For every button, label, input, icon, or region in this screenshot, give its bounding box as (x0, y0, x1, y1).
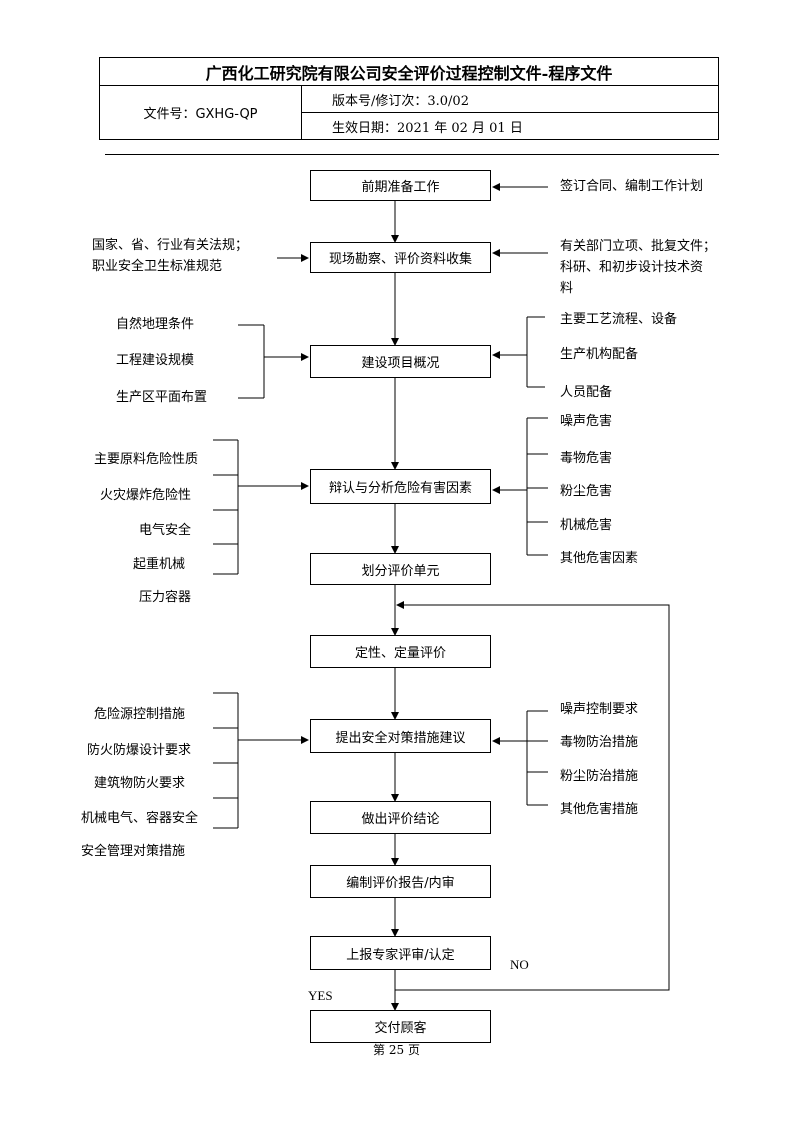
step4-left-item: 火灾爆炸危险性 (99, 488, 191, 503)
step7-left-item: 机械电气、容器安全 (80, 811, 198, 826)
step4-left-item: 主要原料危险性质 (93, 452, 198, 467)
step-evaluation-conclusion: 做出评价结论 (310, 801, 491, 834)
step3-left-item: 生产区平面布置 (116, 390, 208, 405)
step-expert-review: 上报专家评审/认定 (310, 936, 491, 970)
header-divider (105, 154, 719, 155)
step-site-survey: 现场勘察、评价资料收集 (310, 242, 491, 273)
step7-left-item: 安全管理对策措施 (80, 844, 185, 859)
step2-input-approvals-line1: 有关部门立项、批复文件； (560, 239, 717, 254)
page-number: 第 25 页 (373, 1043, 420, 1057)
step-hazard-identification: 辩认与分析危险有害因素 (310, 469, 491, 504)
no-feedback-loop (395, 601, 670, 991)
step3-right-item: 人员配备 (560, 385, 613, 400)
step4-right-item: 粉尘危害 (560, 484, 613, 499)
step-evaluation-units: 划分评价单元 (310, 553, 491, 585)
step7-right-item: 噪声控制要求 (560, 702, 639, 717)
step4-left-item: 电气安全 (138, 523, 191, 538)
step-safety-measures: 提出安全对策措施建议 (310, 719, 491, 753)
step-preparation: 前期准备工作 (310, 170, 491, 201)
effective-date: 生效日期：2021 年 02 月 01 日 (301, 112, 719, 140)
step3-right-item: 生产机构配备 (560, 347, 639, 362)
step7-left-item: 建筑物防火要求 (93, 776, 185, 791)
step3-left-item: 工程建设规模 (116, 353, 195, 368)
step7-right-item: 毒物防治措施 (560, 735, 639, 750)
step-report-review: 编制评价报告/内审 (310, 865, 491, 898)
step7-right-item: 其他危害措施 (560, 802, 639, 817)
document-title: 广西化工研究院有限公司安全评价过程控制文件-程序文件 (99, 57, 719, 86)
step4-right-item: 其他危害因素 (560, 551, 639, 566)
step4-right-item: 毒物危害 (560, 451, 613, 466)
step7-left-item: 危险源控制措施 (93, 707, 185, 722)
no-label: NO (510, 957, 529, 972)
step1-input-contract: 签订合同、编制工作计划 (560, 179, 704, 194)
step4-left-item: 压力容器 (138, 590, 191, 605)
step2-input-approvals-line3: 料 (560, 281, 574, 296)
step2-input-approvals-line2: 科研、和初步设计技术资 (560, 260, 704, 275)
step4-left-item: 起重机械 (132, 557, 185, 572)
step7-left-item: 防火防爆设计要求 (86, 743, 191, 758)
step2-input-regulations-line2: 职业安全卫生标准规范 (92, 259, 223, 274)
step3-right-item: 主要工艺流程、设备 (560, 312, 678, 327)
document-header: 广西化工研究院有限公司安全评价过程控制文件-程序文件 文件号：GXHG-QP 版… (99, 57, 719, 140)
step4-right-item: 噪声危害 (560, 414, 613, 429)
step-qualitative-quantitative: 定性、定量评价 (310, 635, 491, 668)
step2-input-regulations-line1: 国家、省、行业有关法规； (92, 238, 249, 253)
step4-right-item: 机械危害 (560, 518, 613, 533)
step7-right-item: 粉尘防治措施 (560, 769, 639, 784)
file-number: 文件号：GXHG-QP (99, 85, 302, 140)
step-project-overview: 建设项目概况 (310, 345, 491, 378)
step3-left-item: 自然地理条件 (116, 317, 195, 332)
yes-label: YES (308, 988, 333, 1003)
step-deliver-customer: 交付顾客 (310, 1010, 491, 1043)
